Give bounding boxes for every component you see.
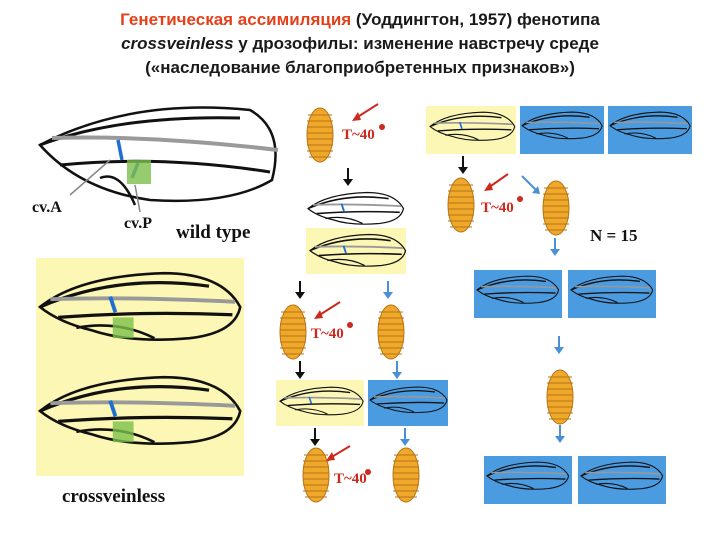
arrow-down-2 (294, 280, 306, 300)
wild-type-wing (38, 106, 279, 213)
wing-gen1-white (307, 191, 405, 226)
arrow-down-right-1 (457, 155, 469, 175)
title-highlight: Генетическая ассимиляция (120, 10, 352, 29)
blue-arrow-down-2 (382, 280, 394, 300)
pupa-right-1 (447, 177, 475, 233)
title-line3: («наследование благоприобретенных призна… (145, 58, 575, 77)
pupa-2b (377, 304, 405, 360)
treatment-label-4: T~40 (481, 200, 514, 216)
crossveinless-wing-top (38, 271, 243, 342)
pupa-right-3 (546, 369, 574, 425)
label-crossveinless: crossveinless (62, 486, 165, 507)
crossveinless-wing-bottom (38, 375, 243, 446)
treatment-label-1: T~40 (342, 127, 375, 143)
pupa-2 (279, 304, 307, 360)
arrow-down-4 (309, 427, 321, 447)
page-title: Генетическая ассимиляция (Уоддингтон, 19… (0, 8, 720, 80)
blue-arrow-right-2 (553, 335, 565, 355)
treatment-label-2: T~40 (311, 326, 344, 342)
wing-gen2-yellow-bg (276, 380, 364, 426)
pupa-right-2 (542, 180, 570, 236)
heat-arrow-1 (355, 103, 379, 119)
treatment-label-3: T~40 (334, 471, 367, 487)
label-cvp: cv.P (124, 215, 152, 232)
blue-arrow-right-3 (554, 424, 566, 444)
label-wild-type: wild type (176, 222, 250, 243)
title-italic: crossveinless (121, 34, 234, 53)
pupa-3b (392, 447, 420, 503)
title-line2: у дрозофилы: изменение навстречу среде (233, 34, 599, 53)
label-generations: N = 15 (590, 226, 637, 245)
arrow-down-3 (294, 360, 306, 380)
blue-arrow-down-4 (399, 427, 411, 447)
label-cva: cv.A (32, 199, 62, 216)
title-part2: (Уоддингтон, 1957) фенотипа (351, 10, 600, 29)
pupa-1 (306, 107, 334, 163)
pupa-3 (302, 447, 330, 503)
blue-arrow-down-3 (391, 360, 403, 380)
blue-arrow-diagonal (521, 175, 537, 191)
arrow-down-1 (342, 167, 354, 187)
blue-arrow-right-1 (549, 237, 561, 257)
